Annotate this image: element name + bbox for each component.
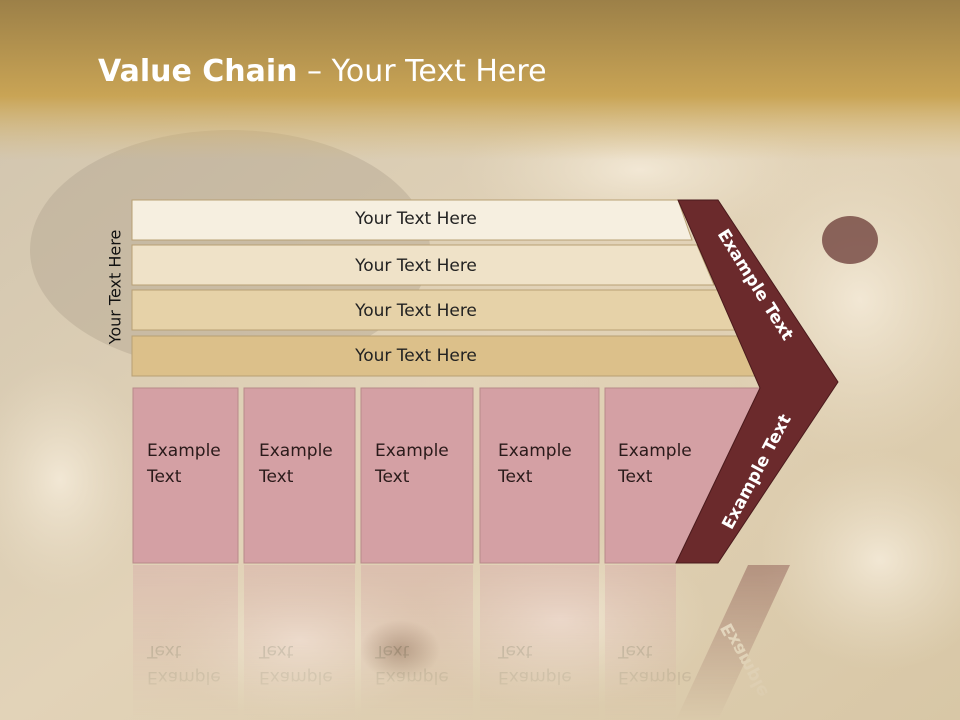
reflection-label-4: Example Text: [498, 638, 572, 690]
title-bold: Value Chain: [98, 54, 298, 89]
box-2: [243, 387, 356, 564]
row-label-1: Your Text Here: [355, 209, 477, 229]
reflection-inner: Example Text Example Text Example Text Exam…: [0, 565, 960, 720]
reflection-label-3-l1: Example: [375, 667, 449, 687]
box-label-5-l2: Text: [618, 467, 653, 487]
row-label-3: Your Text Here: [355, 301, 477, 321]
reflection-label-3: Example Text: [375, 638, 449, 690]
reflection-label-2-l2: Text: [259, 641, 294, 661]
reflection-label-3-l2: Text: [375, 641, 410, 661]
box-label-1-l2: Text: [147, 467, 182, 487]
vertical-label: Your Text Here: [105, 229, 125, 345]
row-bar-2: [131, 244, 715, 286]
page-title: Value Chain – Your Text Here: [98, 54, 547, 89]
reflection-label-5-l1: Example: [618, 667, 692, 687]
reflection-shapes: [133, 565, 790, 720]
reflection-label-1-l2: Text: [147, 641, 182, 661]
box-label-2-l2: Text: [259, 467, 294, 487]
reflection: Example Text Example Text Example Text Exam…: [0, 565, 960, 720]
reflection-label-4-l1: Example: [498, 667, 572, 687]
reflection-label-5-l2: Text: [618, 641, 653, 661]
reflection-label-1-l1: Example: [147, 667, 221, 687]
reflection-label-4-l2: Text: [498, 641, 533, 661]
box-3: [360, 387, 474, 564]
box-label-4-l2: Text: [498, 467, 533, 487]
chevron: [675, 199, 839, 564]
title-rest: – Your Text Here: [297, 54, 547, 89]
box-4: [479, 387, 600, 564]
row-label-2: Your Text Here: [355, 256, 477, 276]
reflection-label-1: Example Text: [147, 638, 221, 690]
box-label-2-l1: Example: [259, 441, 333, 461]
reflection-label-5: Example Text: [618, 638, 692, 690]
box-1: [132, 387, 239, 564]
reflection-label-2: Example Text: [259, 638, 333, 690]
row-bar-1: [131, 199, 693, 241]
box-label-5-l1: Example: [618, 441, 692, 461]
box-label-3-l2: Text: [375, 467, 410, 487]
reflection-label-2-l1: Example: [259, 667, 333, 687]
box-label-3-l1: Example: [375, 441, 449, 461]
row-label-4: Your Text Here: [355, 346, 477, 366]
box-label-4-l1: Example: [498, 441, 572, 461]
box-label-1-l1: Example: [147, 441, 221, 461]
